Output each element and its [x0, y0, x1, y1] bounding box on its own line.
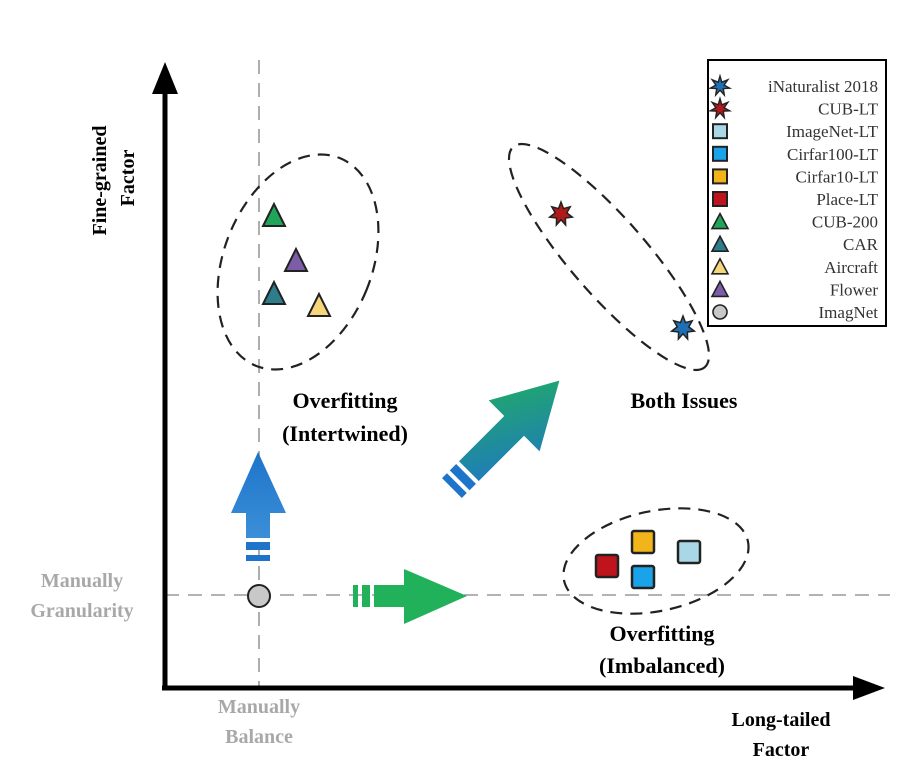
intertwined-cluster-ellipse [216, 153, 380, 371]
balance-reference-label-line1: Manually [218, 696, 300, 718]
flower-marker [283, 246, 309, 272]
cub-lt-marker [547, 199, 575, 228]
legend-triangle-icon [710, 257, 730, 275]
legend-box [707, 59, 887, 327]
legend-label: CUB-LT [818, 100, 878, 119]
legend-square-icon [712, 168, 728, 185]
legend-label: Place-LT [816, 190, 878, 209]
legend-item-imagenet-lt: ImageNet-LT [712, 122, 879, 141]
legend-triangle-icon [710, 279, 730, 298]
imagenet-lt-marker [676, 539, 702, 565]
legend-label: ImagNet [819, 303, 879, 322]
both-issues-region-label: Both Issues [631, 388, 738, 413]
imagnet-marker [247, 584, 271, 608]
car-marker [261, 279, 287, 305]
legend-star-icon [707, 73, 733, 98]
legend-circle-icon [712, 304, 728, 320]
legend-square-icon [712, 191, 728, 207]
legend-item-imagnet: ImagNet [712, 303, 879, 322]
cirfar10-lt-marker [630, 529, 656, 555]
legend-label: CUB-200 [812, 213, 878, 232]
y-axis-arrowhead [152, 62, 178, 94]
legend-item-car: CAR [710, 234, 879, 254]
intertwined-region-label-line2: (Intertwined) [282, 421, 408, 446]
legend-label: Cirfar100-LT [787, 145, 879, 164]
cub-200-marker [261, 201, 287, 227]
legend-item-inaturalist-2018: iNaturalist 2018 [707, 73, 878, 98]
imbalanced-cluster-ellipse [562, 507, 750, 615]
inaturalist-2018-marker [669, 313, 697, 342]
balance-reference-label-line2: Balance [225, 726, 293, 748]
fine-grained-direction-arrow [231, 452, 286, 561]
imbalanced-region-label-line2: (Imbalanced) [599, 653, 725, 678]
place-lt-marker [594, 553, 620, 579]
y-axis-label: Fine-grained Factor [89, 121, 139, 236]
legend-square-icon [712, 145, 728, 162]
legend-item-cub-200: CUB-200 [710, 211, 878, 232]
long-tailed-direction-arrow [353, 569, 467, 624]
x-axis-arrowhead [853, 676, 885, 700]
legend-label: Aircraft [824, 258, 878, 277]
legend-triangle-icon [710, 234, 730, 252]
legend-item-cub-lt: CUB-LT [707, 96, 879, 120]
legend-star-icon [707, 96, 733, 120]
legend-label: iNaturalist 2018 [768, 77, 878, 96]
both-issues-cluster-ellipse [507, 142, 711, 372]
legend-square-icon [712, 123, 728, 140]
granularity-reference-label-line2: Granularity [30, 600, 133, 622]
cirfar100-lt-marker [630, 564, 656, 590]
legend-item-cirfar100-lt: Cirfar100-LT [712, 145, 879, 164]
legend-label: Cirfar10-LT [796, 167, 879, 186]
both-issues-direction-arrow [442, 380, 560, 498]
x-axis-label-line2: Factor [753, 739, 810, 761]
intertwined-region-label-line1: Overfitting [292, 388, 397, 413]
x-axis-label-line1: Long-tailed [732, 709, 831, 731]
legend-label: CAR [843, 235, 879, 254]
aircraft-marker [306, 291, 332, 317]
legend-item-cirfar10-lt: Cirfar10-LT [712, 167, 879, 186]
legend-item-place-lt: Place-LT [712, 190, 879, 209]
legend-item-aircraft: Aircraft [710, 257, 878, 277]
legend-triangle-icon [710, 211, 730, 230]
granularity-reference-label-line1: Manually [41, 570, 123, 592]
legend-item-flower: Flower [710, 279, 879, 299]
imbalanced-region-label-line1: Overfitting [609, 621, 714, 646]
legend-label: Flower [830, 280, 879, 299]
legend-label: ImageNet-LT [786, 122, 879, 141]
